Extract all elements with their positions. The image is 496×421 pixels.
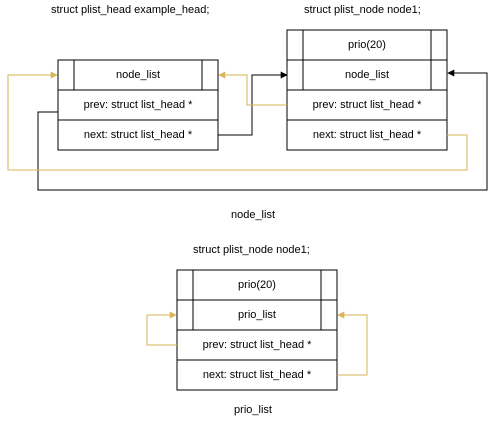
node1-bottom-prio-list-field: prio_list — [238, 309, 276, 321]
node1-bottom-prio-field: prio(20) — [238, 279, 276, 291]
node1-top-prio-field: prio(20) — [348, 39, 386, 51]
node1-bottom-struct — [176, 269, 338, 391]
prio-list-caption: prio_list — [234, 404, 272, 416]
node1-top-struct — [286, 29, 448, 151]
head-prev-to-node1-arrow — [37, 69, 488, 191]
example-head-prev-field: prev: struct list_head * — [83, 99, 193, 111]
example-head-next-field: next: struct list_head * — [83, 129, 193, 141]
prio-next-self-arrow — [337, 311, 368, 376]
node1-top-title: struct plist_node node1; — [304, 4, 421, 16]
example-head-node-list-field: node_list — [115, 69, 161, 81]
node1-top-node-list-field: node_list — [344, 69, 390, 81]
node1-next-to-head-arrow — [7, 71, 468, 171]
node1-bottom-next-field: next: struct list_head * — [202, 369, 312, 381]
node-list-caption: node_list — [230, 209, 276, 221]
node1-top-prev-field: prev: struct list_head * — [312, 99, 422, 111]
example-head-struct — [57, 59, 219, 151]
node1-top-next-field: next: struct list_head * — [312, 129, 422, 141]
node1-prev-to-head-arrow — [218, 71, 287, 106]
node1-bottom-title: struct plist_node node1; — [193, 244, 310, 256]
prio-prev-self-arrow — [146, 311, 177, 346]
node1-bottom-prev-field: prev: struct list_head * — [202, 339, 312, 351]
example-head-title: struct plist_head example_head; — [51, 4, 210, 16]
